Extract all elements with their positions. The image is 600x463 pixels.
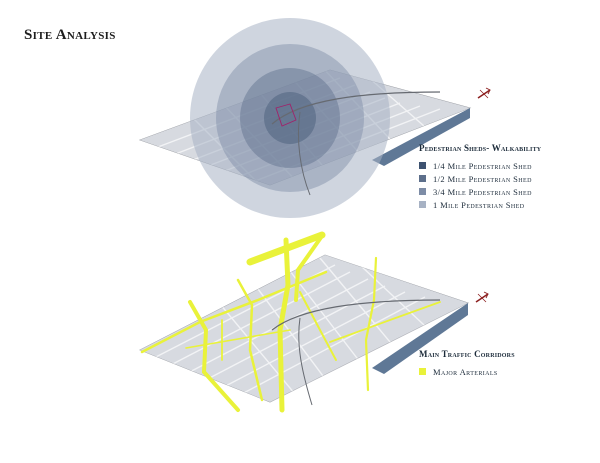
legend-swatch	[419, 368, 426, 375]
legend-item-one-mile: 1 Mile Pedestrian Shed	[419, 198, 541, 211]
rail-line	[271, 91, 441, 125]
legend-label: 1/4 Mile Pedestrian Shed	[433, 160, 532, 171]
legend-swatch	[419, 201, 426, 208]
legend-label: 3/4 Mile Pedestrian Shed	[433, 186, 532, 197]
legend-label: 1/2 Mile Pedestrian Shed	[433, 173, 532, 184]
waterfront	[372, 108, 470, 166]
north-arrow-icon	[477, 87, 491, 99]
walkability-legend: Pedestrian Sheds- Walkability 1/4 Mile P…	[419, 143, 541, 211]
walkability-legend-heading: Pedestrian Sheds- Walkability	[419, 143, 542, 153]
legend-item-major-arterials: Major Arterials	[419, 365, 515, 378]
page-title: Site Analysis	[24, 27, 116, 43]
shed-1-4-mile	[264, 92, 316, 144]
legend-item-half-mile: 1/2 Mile Pedestrian Shed	[419, 172, 541, 185]
rail-line-lower	[271, 299, 441, 331]
shed-3-4-mile	[216, 44, 364, 192]
legend-swatch	[419, 188, 426, 195]
traffic-corridor-map	[139, 231, 489, 413]
traffic-legend: Main Traffic Corridors Major Arterials	[419, 349, 515, 378]
legend-item-three-quarter-mile: 3/4 Mile Pedestrian Shed	[419, 185, 541, 198]
shed-1-mile	[190, 18, 390, 218]
shed-1-2-mile	[240, 68, 340, 168]
legend-swatch	[419, 162, 426, 169]
rail-spur	[298, 111, 311, 196]
legend-swatch	[419, 175, 426, 182]
site-boundary	[275, 103, 297, 127]
major-arterials	[140, 231, 441, 413]
legend-label: 1 Mile Pedestrian Shed	[433, 199, 525, 210]
waterfront-lower	[372, 303, 468, 374]
rail-spur-lower	[298, 317, 313, 406]
legend-label: Major Arterials	[433, 366, 498, 377]
traffic-legend-heading: Main Traffic Corridors	[419, 349, 515, 359]
north-arrow-icon	[475, 291, 489, 303]
legend-item-quarter-mile: 1/4 Mile Pedestrian Shed	[419, 159, 541, 172]
